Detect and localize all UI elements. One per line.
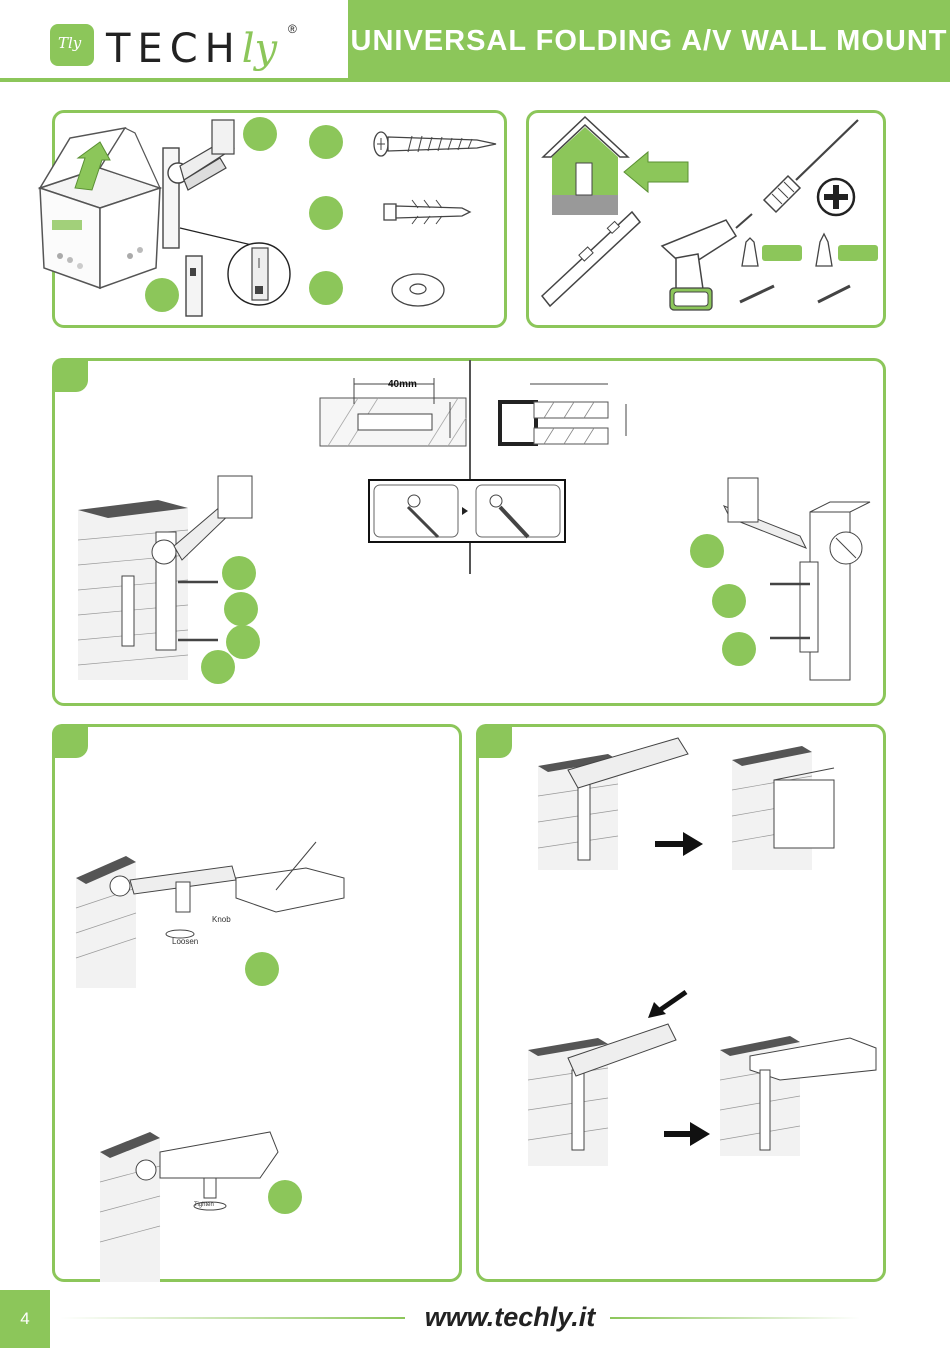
footer-rule-left [60,1317,405,1319]
fold-step-3 [528,1010,688,1170]
wood-stud-diagram [498,370,648,454]
registered-mark: ® [288,22,297,36]
footer-website[interactable]: www.techly.it [400,1302,620,1333]
mark-and-drill-inset [368,479,566,543]
knob-label: Knob [212,915,231,924]
drill-depth-label: 40mm [388,379,417,390]
drill-bit-size-tag-2 [838,245,878,261]
callout-dot-plate [145,278,179,312]
washer-icon [390,272,446,308]
callout-dot-install-2 [224,592,258,626]
masonry-drill-bit-icon [812,232,852,308]
techly-logo-mark: Tly [50,24,94,66]
drill-bit-size-tag-1 [762,245,802,261]
loosen-label: Loosen [172,937,198,946]
callout-dot-install-4 [201,650,235,684]
callout-dot-stud-2 [712,584,746,618]
callout-dot-stud-1 [690,534,724,568]
tighten-label: Tighten [194,1202,214,1208]
logo-mark-text: Tly [58,34,81,52]
logo-text-main: TECH [106,26,242,72]
callout-dot-shelf-1 [245,952,279,986]
callout-dot-stud-3 [722,632,756,666]
logo-text-suffix: ly [242,26,277,72]
phillips-icon [816,177,856,217]
arrow-left-icon [622,150,690,194]
footer-rule-right [610,1317,860,1319]
screw-icon [372,128,497,160]
callout-dot-arm [243,117,277,151]
callout-dot-install-3 [226,625,260,659]
callout-dot-anchor [309,196,343,230]
arm-with-device-illustration [76,838,356,988]
step-tab-installation [52,358,88,392]
fold-step-2 [732,740,882,870]
wall-anchor-icon [382,196,472,228]
callout-dot-shelf-2 [268,1180,302,1214]
page-title: UNIVERSAL FOLDING A/V WALL MOUNT [348,0,950,82]
callout-dot-screw [309,125,343,159]
step-tab-shelf-attach [52,724,88,758]
box-illustration [30,128,170,298]
header-rule [0,78,348,82]
spirit-level-icon [540,210,642,312]
page-number: 4 [0,1290,50,1348]
arrow-right-icon-1 [655,832,703,856]
callout-dot-install-1 [222,556,256,590]
step-tab-folding [476,724,512,758]
callout-dot-washer [309,271,343,305]
arrow-right-icon-2 [664,1122,710,1146]
house-icon [538,115,633,220]
techly-logo-text: TECHly [106,26,277,72]
fold-step-4 [720,1030,876,1160]
wall-mount-arm-illustration [160,118,300,324]
